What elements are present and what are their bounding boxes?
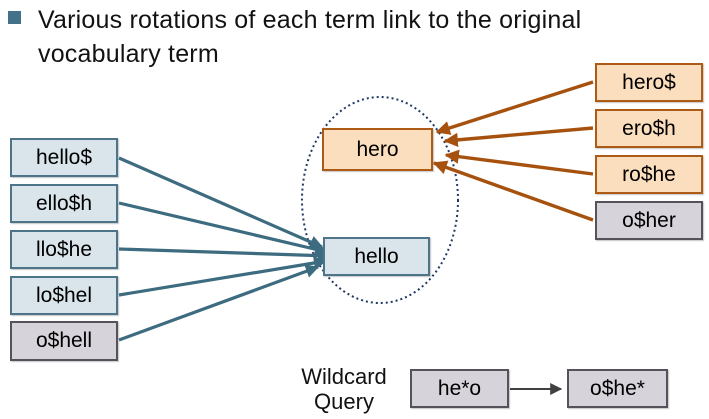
wildcard-caption-line-2: Query (314, 389, 374, 414)
node-label: ro$he (622, 162, 676, 186)
node-label: hello$ (35, 145, 93, 169)
node-label: he*o (437, 376, 482, 400)
node-label: lo$hel (35, 283, 93, 307)
node-rotation-lo-dollar-hel: lo$hel (10, 276, 118, 315)
node-rotation-ello-dollar-h: ello$h (10, 184, 118, 223)
wildcard-caption-line-1: Wildcard (301, 364, 387, 389)
arrow-o-dollar-her-to-hero (432, 160, 594, 222)
node-wildcard-query: he*o (410, 369, 509, 408)
node-rotation-o-dollar-her: o$her (595, 201, 703, 240)
node-vocab-hello: hello (323, 237, 430, 276)
node-label: hero$ (622, 70, 676, 94)
arrow-ero-dollar-h-to-hero (443, 126, 594, 147)
arrow-hello-dollar-to-hello (118, 156, 324, 249)
node-label: ero$h (622, 116, 676, 140)
node-label: hero (356, 137, 399, 161)
node-rotation-hero-dollar: hero$ (595, 63, 703, 102)
arrow-ello-dollar-h-to-hello (118, 201, 329, 256)
node-rotation-o-dollar-hell: o$hell (10, 321, 118, 361)
node-rotated-wildcard-query: o$he* (567, 369, 668, 408)
node-label: o$her (622, 208, 676, 232)
node-rotation-ro-dollar-he: ro$he (595, 155, 703, 194)
slide-title-line-1: Various rotations of each term link to t… (38, 6, 582, 34)
vocabulary-group-ellipse (301, 96, 459, 304)
wildcard-query-caption: Wildcard Query (288, 364, 400, 414)
node-label: o$he* (590, 376, 645, 400)
node-label: ello$h (35, 191, 93, 215)
node-rotation-llo-dollar-he: llo$he (10, 230, 118, 269)
node-vocab-hero: hero (322, 128, 433, 171)
arrow-ro-dollar-he-to-hero (444, 149, 594, 176)
node-rotation-hello-dollar: hello$ (10, 138, 118, 177)
node-rotation-ero-dollar-h: ero$h (595, 109, 703, 148)
node-label: o$hell (35, 329, 93, 352)
node-label: hello (354, 244, 399, 268)
slide-title: Various rotations of each term link to t… (38, 3, 698, 71)
bullet-square-icon (8, 11, 21, 24)
node-label: llo$he (35, 237, 93, 261)
arrow-o-dollar-hell-to-hello (118, 264, 320, 342)
arrow-llo-dollar-he-to-hello (118, 247, 332, 263)
slide-title-line-2: vocabulary term (38, 40, 219, 68)
arrow-hero-dollar-to-hero (435, 80, 594, 135)
arrow-lo-dollar-hel-to-hello (118, 256, 328, 297)
